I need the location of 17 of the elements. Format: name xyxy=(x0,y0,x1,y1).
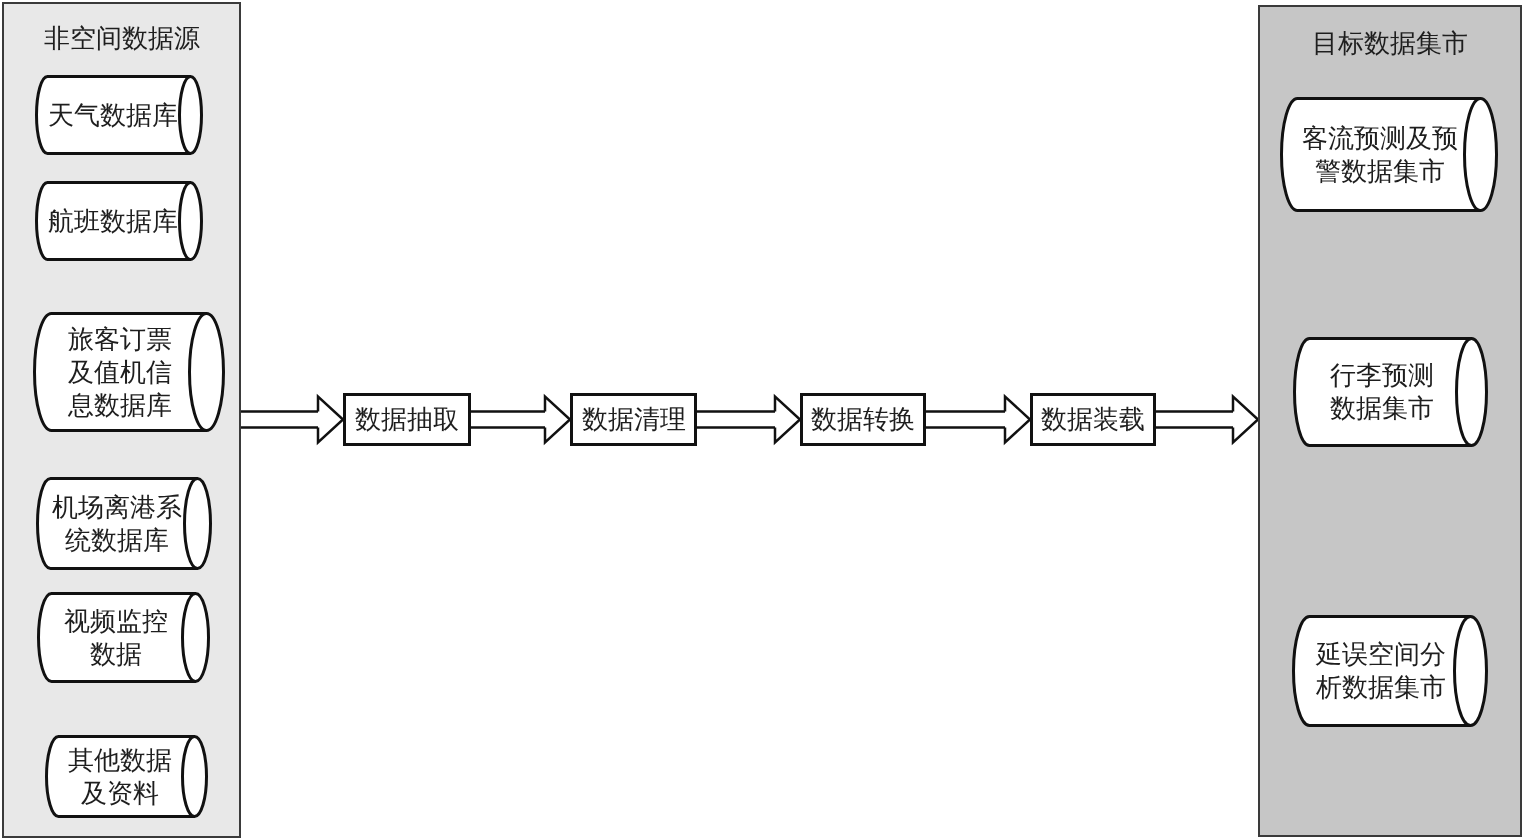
database-cylinder: 延误空间分析数据集市 xyxy=(1292,615,1488,727)
process-box: 数据抽取 xyxy=(343,393,471,446)
database-cylinder: 客流预测及预警数据集市 xyxy=(1280,97,1498,212)
database-cylinder: 行李预测数据集市 xyxy=(1293,337,1488,447)
database-cylinder: 航班数据库 xyxy=(35,181,203,261)
panel-heading: 非空间数据源 xyxy=(43,22,200,54)
group-panel xyxy=(2,2,241,838)
panel-heading: 目标数据集市 xyxy=(1312,27,1468,59)
process-box: 数据转换 xyxy=(800,393,926,446)
database-cylinder: 天气数据库 xyxy=(35,75,203,155)
database-cylinder: 机场离港系统数据库 xyxy=(36,477,212,570)
database-cylinder: 视频监控数据 xyxy=(37,592,210,683)
process-box: 数据装载 xyxy=(1030,393,1156,446)
database-cylinder: 旅客订票及值机信息数据库 xyxy=(33,312,225,432)
database-cylinder: 其他数据及资料 xyxy=(45,735,208,818)
process-box: 数据清理 xyxy=(570,393,697,446)
group-panel xyxy=(1258,5,1522,837)
